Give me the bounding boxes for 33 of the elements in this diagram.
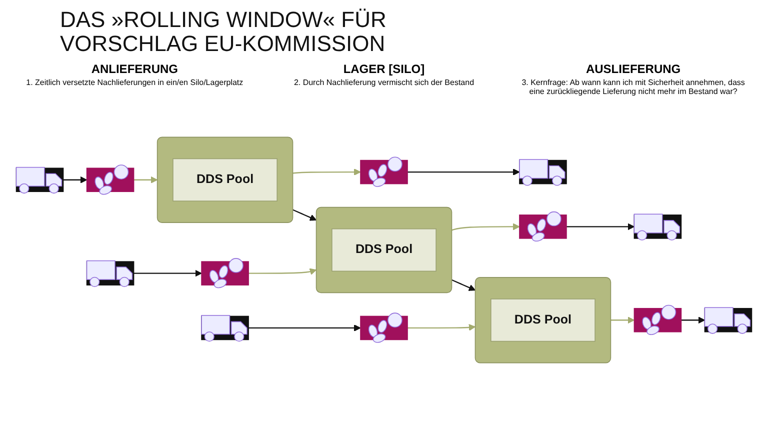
cluster xyxy=(474,277,612,364)
cluster xyxy=(316,207,452,294)
arrow xyxy=(566,224,635,231)
node-box: DDS Pool xyxy=(332,228,436,272)
column-description: 3. Kernfrage: Ab wann kann ich mit Sicherheit annehmen, dass eine zurückliegende Lieferung nicht mehr im Bestand war? xyxy=(520,78,746,96)
title: DAS »ROLLING WINDOW« FÜR VORSCHLAG EU-KOMMISSION xyxy=(60,8,388,56)
node-box: DDS Pool xyxy=(172,158,278,202)
column-heading: LAGER [SILO] xyxy=(342,62,426,76)
node-picture xyxy=(201,262,249,286)
arrow xyxy=(452,280,476,292)
node-picture xyxy=(360,160,408,185)
node-picture xyxy=(634,308,682,333)
arrow xyxy=(134,270,202,278)
column-description: 1. Zeitlich versetzte Nachlieferungen in ein/en Silo/Lagerplatz xyxy=(25,78,244,88)
column-description: 2. Durch Nachlieferung vermischt sich der Bestand xyxy=(292,78,476,88)
column-heading: ANLIEFERUNG xyxy=(90,62,179,76)
arrow xyxy=(248,268,317,276)
cluster xyxy=(156,137,294,224)
arrow xyxy=(452,224,520,232)
node-picture xyxy=(86,168,134,192)
arrow xyxy=(63,176,88,184)
arrow xyxy=(134,176,158,184)
node-box: DDS Pool xyxy=(490,298,596,342)
node-picture xyxy=(519,214,567,240)
node-picture xyxy=(360,316,408,340)
arrow xyxy=(292,168,361,176)
arrow xyxy=(408,324,476,332)
arrow xyxy=(610,317,635,324)
arrow xyxy=(248,324,361,332)
arrow xyxy=(292,210,317,222)
arrow xyxy=(408,168,520,176)
column-heading: AUSLIEFERUNG xyxy=(584,62,682,76)
arrow xyxy=(681,317,706,324)
